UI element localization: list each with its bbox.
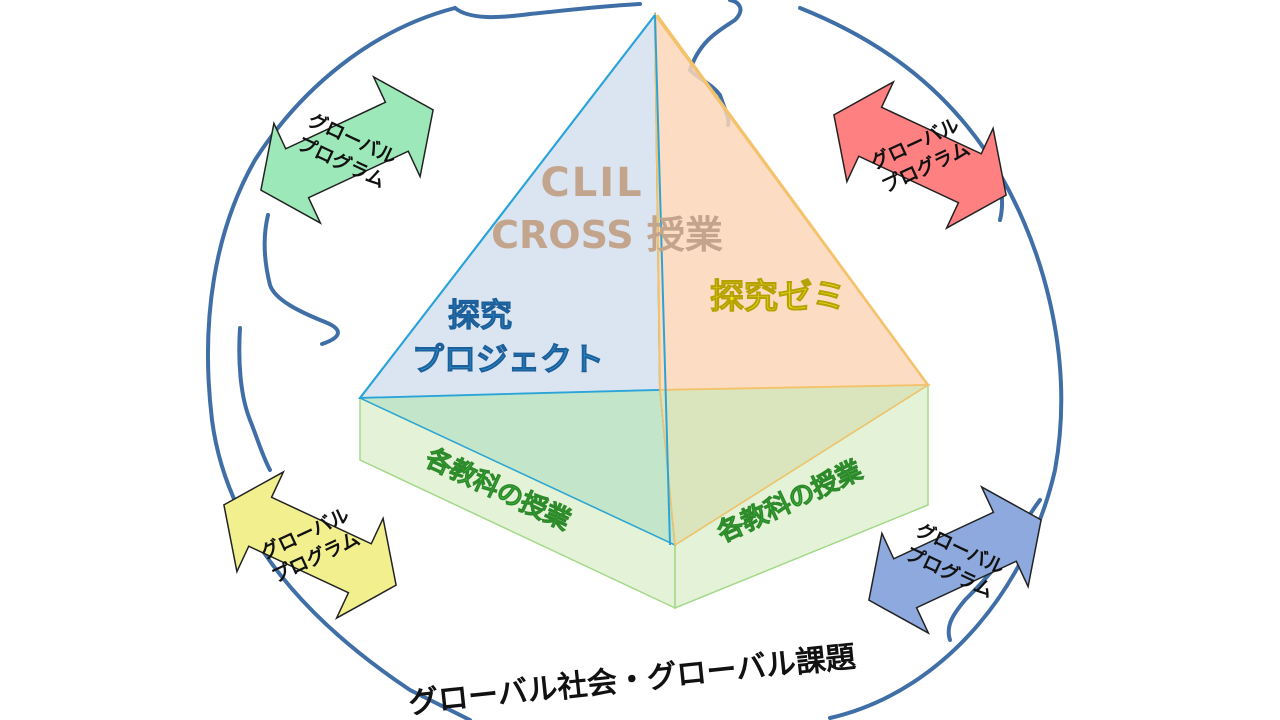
continent-left xyxy=(237,213,340,472)
arrow-bottom-right-shape xyxy=(868,485,1042,635)
pyramid-edge-left xyxy=(359,14,656,399)
pyramid-edge-right xyxy=(655,14,930,386)
inquiry-seminar-label: 探究ゼミ xyxy=(710,277,846,317)
cross-class-label: CROSS 授業 xyxy=(491,213,723,257)
arrow-bottom-left-shape xyxy=(223,470,397,620)
globe xyxy=(205,0,1064,720)
clil-label: CLIL xyxy=(540,160,643,206)
global-society-caption: グローバル社会・グローバル課題 xyxy=(407,640,858,720)
arrow-top-left-shape xyxy=(260,75,434,225)
inquiry-label: 探究 xyxy=(448,296,512,334)
pyramid-right-face xyxy=(653,11,930,392)
inquiry-project-label: プロジェクト xyxy=(412,340,604,378)
pyramid-edge-center xyxy=(654,14,671,546)
arrow-top-left: グローバル プログラム xyxy=(260,75,434,225)
arrow-bottom-left: グローバル プログラム xyxy=(223,470,397,620)
arrow-top-right-shape xyxy=(833,80,1007,230)
globe-outline xyxy=(205,6,1064,720)
arrow-bottom-right: グローバル プログラム xyxy=(868,485,1042,635)
arrow-top-right: グローバル プログラム xyxy=(833,80,1007,230)
pyramid xyxy=(357,11,931,610)
